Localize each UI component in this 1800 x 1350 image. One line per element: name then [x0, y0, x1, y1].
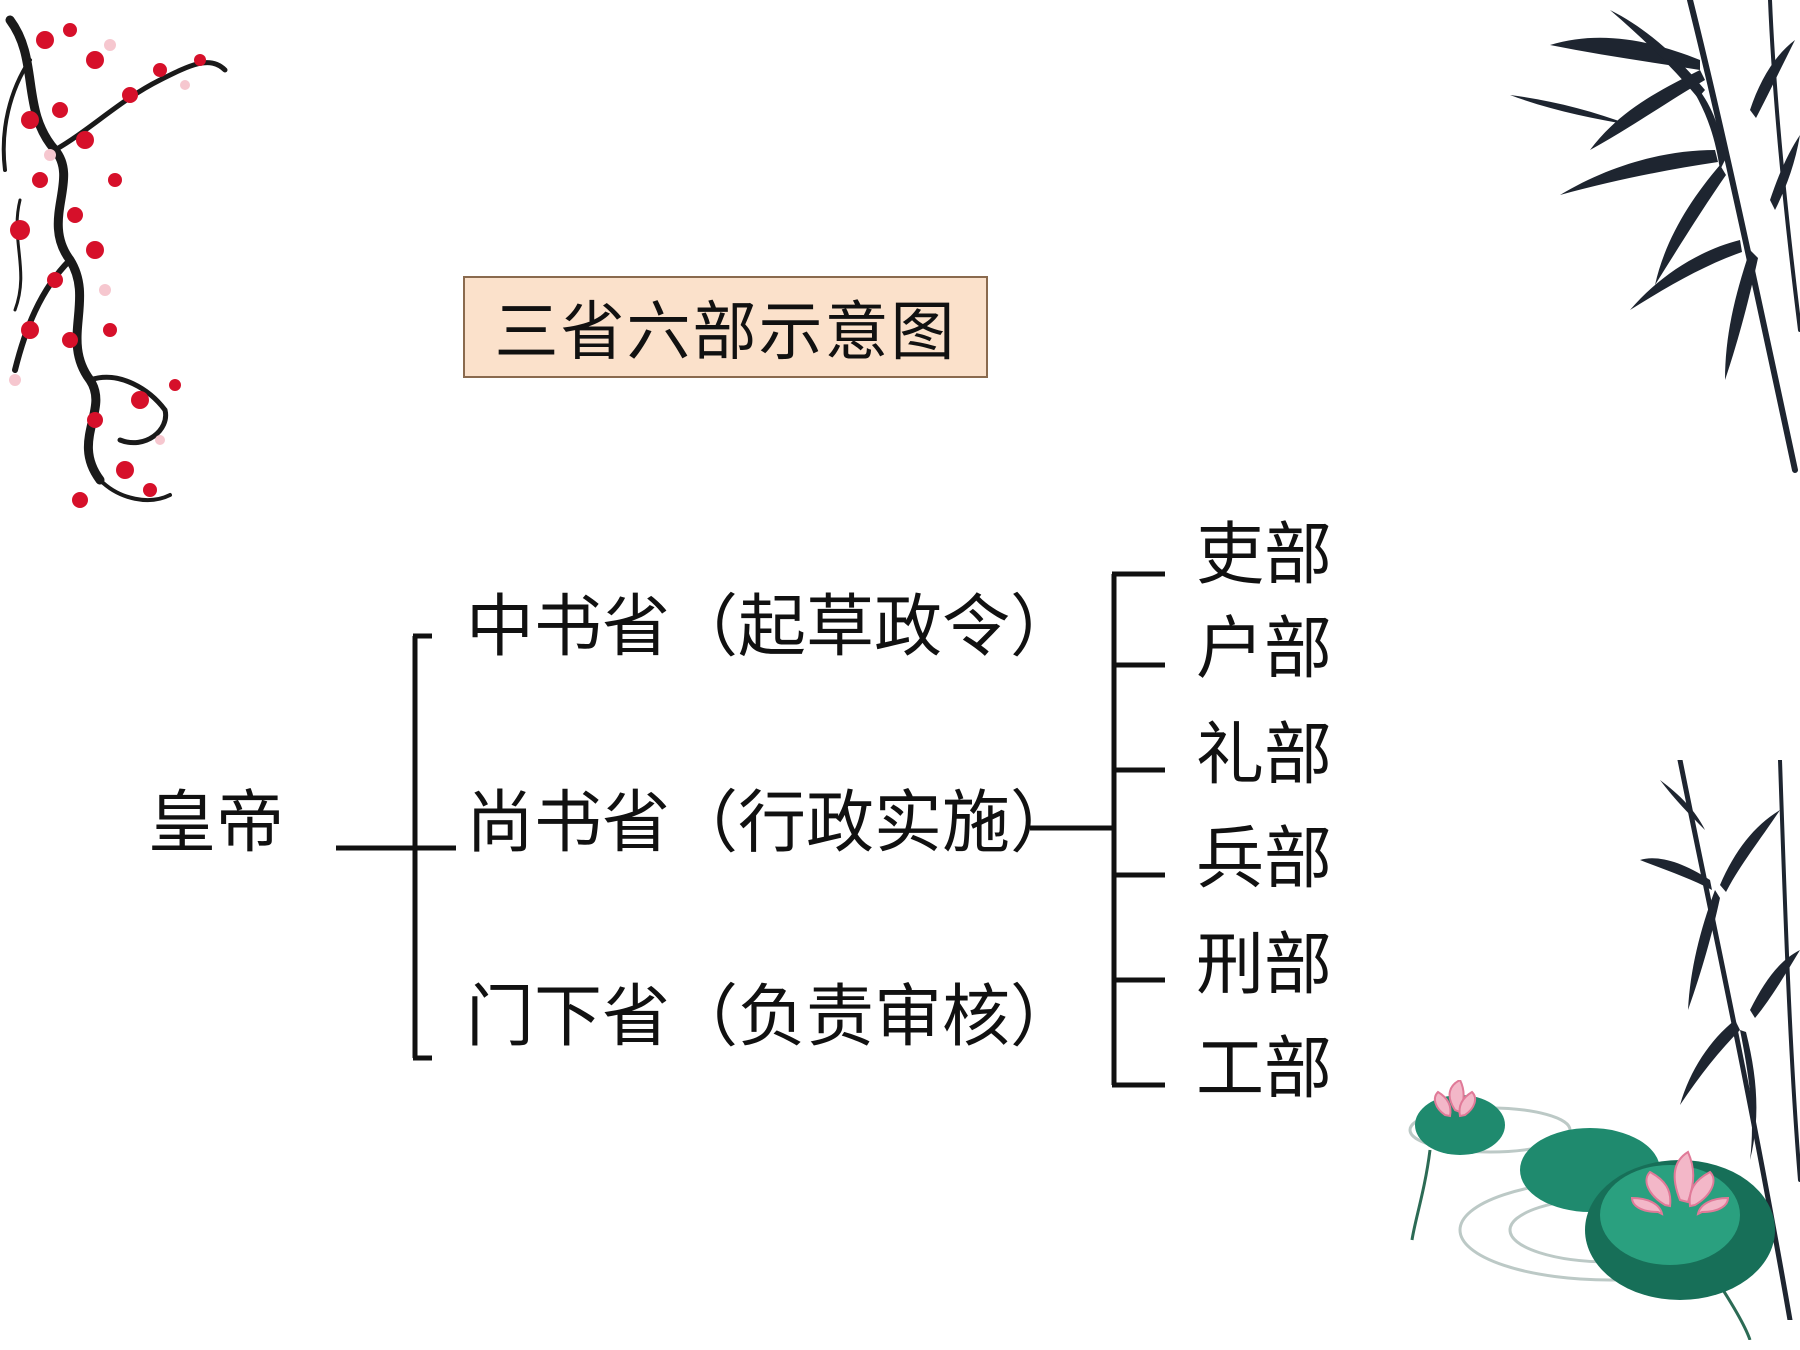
lotus-pond-decoration [1408, 1080, 1775, 1340]
plum-branch-decoration [1, 15, 228, 508]
zhongshu-province-node: 中书省（起草政令） [466, 588, 1079, 667]
department-rites: 礼部 [1196, 716, 1333, 795]
department-war: 兵部 [1196, 820, 1333, 899]
department-personnel: 吏部 [1196, 516, 1333, 595]
bamboo-top-right-decoration [1510, 0, 1800, 473]
menxia-province-node: 门下省（负责审核） [466, 978, 1079, 1057]
department-works: 工部 [1196, 1030, 1333, 1109]
department-revenue: 户部 [1196, 610, 1333, 689]
diagram-title: 三省六部示意图 [463, 276, 988, 378]
emperor-node: 皇帝 [148, 784, 285, 863]
department-justice: 刑部 [1196, 926, 1333, 1005]
shangshu-province-node: 尚书省（行政实施） [466, 784, 1079, 863]
bamboo-bottom-right-decoration [1640, 760, 1800, 1320]
